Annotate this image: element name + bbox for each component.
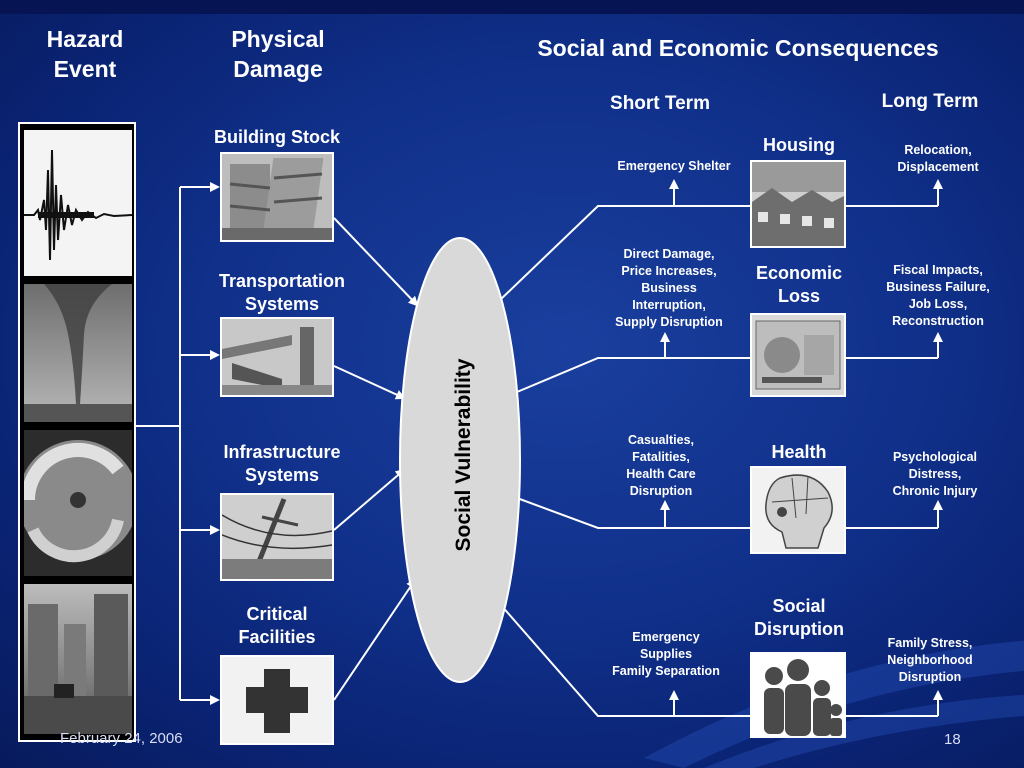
physical-damage-heading: Physical Damage <box>231 26 325 82</box>
hazard-photo-strip <box>18 122 136 742</box>
collapsed-bridge-photo <box>220 317 334 397</box>
housing-long-term: Relocation, Displacement <box>897 143 979 174</box>
tornado-photo <box>24 284 132 422</box>
downed-power-lines-photo <box>220 493 334 581</box>
social-vulnerability-ellipse <box>399 237 521 683</box>
short-term-heading: Short Term <box>610 93 710 114</box>
arrow-building-to-ellipse <box>333 217 419 307</box>
hurricane-photo <box>24 430 132 576</box>
long-term-heading: Long Term <box>881 91 979 112</box>
social-disruption-label: Social Disruption <box>754 596 844 639</box>
housing-label: Housing <box>763 135 835 155</box>
economic-short-term: Direct Damage, Price Increases, Business… <box>615 247 723 329</box>
arrow-transport-to-ellipse <box>333 365 406 400</box>
family-icon <box>750 652 846 738</box>
critical-facility-photo <box>220 655 334 745</box>
consequences-heading: Social and Economic Consequences <box>537 35 939 61</box>
social-short-term: Emergency Supplies Family Separation <box>612 630 720 678</box>
critical-facilities-label: Critical Facilities <box>238 604 316 647</box>
housing-short-term: Emergency Shelter <box>617 159 731 173</box>
social-vulnerability-label: Social Vulnerability <box>452 358 475 551</box>
arrow-facilities-to-ellipse <box>333 578 417 701</box>
economic-long-term: Fiscal Impacts, Business Failure, Job Lo… <box>886 263 990 328</box>
phrenology-head-photo <box>750 466 846 554</box>
collapsed-building-photo <box>220 152 334 242</box>
dollar-bill-photo <box>750 313 846 397</box>
page-number: 18 <box>944 731 961 748</box>
building-stock-label: Building Stock <box>214 127 340 147</box>
social-long-term: Family Stress, Neighborhood Disruption <box>887 636 973 684</box>
medical-cross-icon <box>246 669 308 733</box>
health-branch-line <box>516 497 938 529</box>
health-long-term: Psychological Distress, Chronic Injury <box>892 450 978 498</box>
economic-branch-line <box>516 357 938 393</box>
infrastructure-label: Infrastructure Systems <box>223 442 341 485</box>
hazard-event-heading: Hazard Event <box>46 26 124 82</box>
top-bar <box>0 0 1024 14</box>
houses-photo <box>750 160 846 248</box>
seismograph-photo <box>24 130 132 276</box>
health-label: Health <box>771 442 827 462</box>
health-short-term: Casualties, Fatalities, Health Care Disr… <box>626 433 696 498</box>
arrow-infrastructure-to-ellipse <box>333 468 406 531</box>
transportation-label: Transportation Systems <box>218 271 345 314</box>
footer-date: February 24, 2006 <box>60 730 183 747</box>
flood-photo <box>24 584 132 734</box>
economic-loss-label: Economic Loss <box>755 263 843 306</box>
